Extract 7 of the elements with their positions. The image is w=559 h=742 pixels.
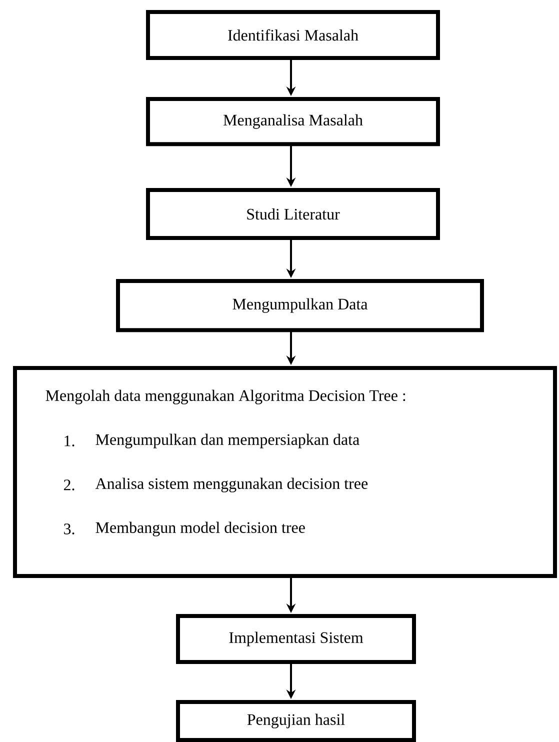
process-box: Mengolah data menggunakan Algoritma Decision Tree : 1. Mengumpulkan dan mempersiapkan data 2. Analisa sistem menggunakan decision tree 3. Membangun model decision tree [13, 366, 557, 578]
process-box: Studi Literatur [146, 188, 440, 240]
process-box: Mengumpulkan Data [116, 279, 484, 332]
process-box: Identifikasi Masalah [146, 10, 440, 60]
process-box: Implementasi Sistem [176, 614, 416, 664]
process-box: Menganalisa Masalah [146, 97, 440, 146]
process-box: Pengujian hasil [176, 700, 416, 742]
